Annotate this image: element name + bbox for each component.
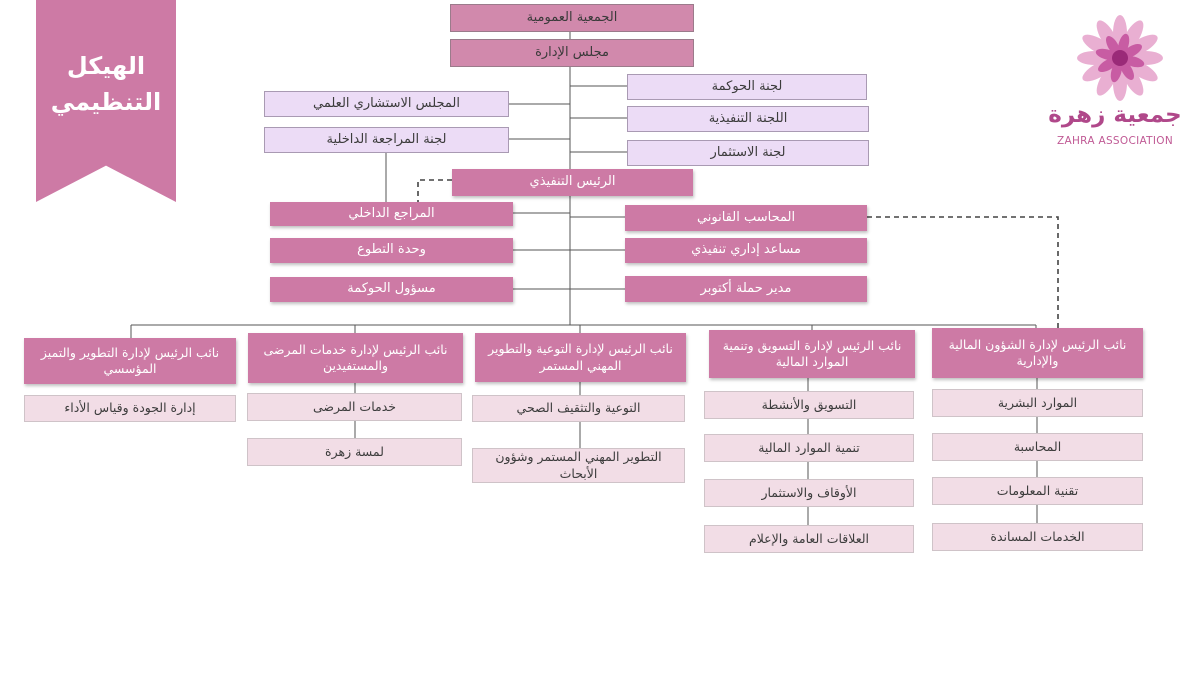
- governance-committee-box: لجنة الحوكمة: [627, 74, 867, 100]
- ceo-box: الرئيس التنفيذي: [452, 169, 693, 196]
- october-campaign-manager-box: مدير حملة أكتوبر: [625, 276, 867, 302]
- governance-officer-box: مسؤول الحوكمة: [270, 277, 513, 302]
- internal-audit-committee-box: لجنة المراجعة الداخلية: [264, 127, 509, 153]
- executive-committee-box: اللجنة التنفيذية: [627, 106, 869, 132]
- division-head-institutional-excellence: نائب الرئيس لإدارة التطوير والتميز المؤس…: [24, 338, 236, 384]
- unit-information-technology: تقنية المعلومات: [932, 477, 1143, 505]
- unit-public-relations-media: العلاقات العامة والإعلام: [704, 525, 914, 553]
- unit-patient-services: خدمات المرضى: [247, 393, 462, 421]
- unit-human-resources: الموارد البشرية: [932, 389, 1143, 417]
- logo-name-english: ZAHRA ASSOCIATION: [1057, 135, 1173, 147]
- unit-quality-performance: إدارة الجودة وقياس الأداء: [24, 395, 236, 422]
- division-head-marketing: نائب الرئيس لإدارة التسويق وتنمية الموار…: [709, 330, 915, 378]
- unit-accounting: المحاسبة: [932, 433, 1143, 461]
- general-assembly-box: الجمعية العمومية: [450, 4, 694, 32]
- scientific-advisory-board-box: المجلس الاستشاري العلمي: [264, 91, 509, 117]
- zahra-flower-logo-icon: [1077, 15, 1163, 101]
- division-head-awareness: نائب الرئيس لإدارة التوعية والتطوير المه…: [475, 333, 686, 382]
- internal-auditor-box: المراجع الداخلي: [270, 202, 513, 226]
- division-head-patient-services: نائب الرئيس لإدارة خدمات المرضى والمستفي…: [248, 333, 463, 383]
- board-box: مجلس الإدارة: [450, 39, 694, 67]
- legal-accountant-box: المحاسب القانوني: [625, 205, 867, 231]
- unit-financial-resources: تنمية الموارد المالية: [704, 434, 914, 462]
- executive-assistant-box: مساعد إداري تنفيذي: [625, 238, 867, 263]
- unit-professional-development-research: التطوير المهني المستمر وشؤون الأبحاث: [472, 448, 685, 483]
- unit-zahra-touch: لمسة زهرة: [247, 438, 462, 466]
- volunteering-unit-box: وحدة التطوع: [270, 238, 513, 263]
- investment-committee-box: لجنة الاستثمار: [627, 140, 869, 166]
- unit-support-services: الخدمات المساندة: [932, 523, 1143, 551]
- logo-name-arabic: جمعية زهرة: [1048, 102, 1182, 128]
- title-line-1: الهيكل: [66, 52, 146, 80]
- unit-marketing-activities: التسويق والأنشطة: [704, 391, 914, 419]
- title-line-2: التنظيمي: [50, 88, 162, 116]
- unit-health-awareness: التوعية والتثقيف الصحي: [472, 395, 685, 422]
- unit-endowments-investment: الأوقاف والاستثمار: [704, 479, 914, 507]
- division-head-finance-admin: نائب الرئيس لإدارة الشؤون المالية والإدا…: [932, 328, 1143, 378]
